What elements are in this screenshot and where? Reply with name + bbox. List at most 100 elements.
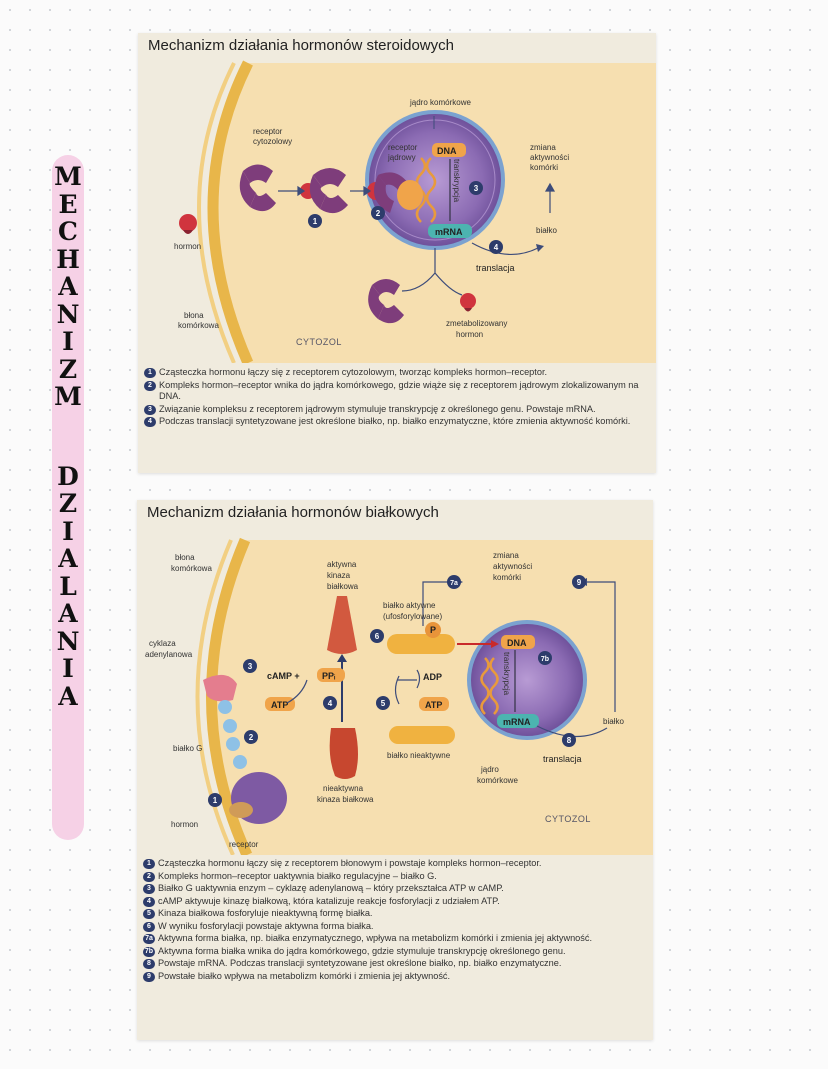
dna-box [501, 635, 535, 649]
cytosolic-receptor-label: receptor [253, 127, 283, 136]
step-number-badge: 4 [144, 417, 156, 427]
step-number-badge: 8 [143, 959, 155, 969]
g-protein-ball [218, 700, 232, 714]
mrna-box [428, 224, 472, 238]
steroid-diagram: DNA transkrypcja mRNA [174, 60, 656, 363]
banner-letter: A [58, 544, 78, 573]
protein-label: białko [536, 226, 557, 235]
ppi-label: PPᵢ [322, 671, 336, 681]
step-number-badge: 3 [144, 404, 156, 415]
svg-text:komórki: komórki [530, 163, 558, 172]
dna-label: DNA [507, 638, 527, 648]
svg-text:jądrowy: jądrowy [387, 153, 416, 162]
svg-text:7b: 7b [541, 656, 549, 663]
svg-text:komórkowe: komórkowe [477, 776, 518, 785]
hormone-label: hormon [174, 242, 201, 251]
metabolized-hormone [460, 293, 476, 312]
transcription-label: transkrypcja [452, 159, 461, 203]
step-markers: 1 2 3 4 [308, 181, 503, 254]
steroid-hormone-panel: Mechanizm działania hormonów steroidowyc… [138, 33, 656, 473]
step-text: Związanie kompleksu z receptorem jądrowy… [159, 403, 596, 414]
inactive-kinase [329, 728, 358, 779]
svg-text:aktywności: aktywności [493, 562, 532, 571]
banner-letter: M [54, 162, 82, 191]
step-text: Kompleks hormon–receptor wnika do jądra … [159, 379, 639, 402]
svg-text:1: 1 [213, 796, 218, 805]
protein-hormone [229, 802, 253, 818]
active-protein-label: białko aktywne [383, 601, 436, 610]
dna-box [432, 143, 466, 157]
step-number-badge: 2 [144, 380, 156, 391]
banner-letter: I [62, 327, 74, 356]
step-text: Cząsteczka hormonu łączy się z receptore… [158, 858, 542, 868]
svg-text:(ufosforylowane): (ufosforylowane) [383, 612, 442, 621]
inactive-protein [389, 726, 455, 744]
step-number-badge: 6 [143, 921, 155, 932]
svg-text:kinaza: kinaza [327, 571, 351, 580]
hormone-label: hormon [171, 820, 198, 829]
receptor-hormone-complex [300, 168, 348, 214]
banner-letter: I [62, 654, 74, 683]
banner-letter: A [58, 599, 78, 628]
receptor-label: receptor [229, 840, 259, 849]
nuclear-receptor-complex [367, 172, 423, 213]
receptor-cytosolic [239, 164, 276, 212]
transcription-label: transkrypcja [502, 652, 511, 696]
step-text: Kompleks hormon–receptor uaktywnia białk… [158, 870, 437, 881]
membrane-label: błona [175, 553, 195, 562]
banner-letter: H [56, 244, 80, 274]
protein-hormone-panel: Mechanizm działania hormonów białkowych … [137, 500, 653, 1040]
svg-text:6: 6 [375, 632, 380, 641]
step-text: Powstałe białko wpływa na metabolizm kom… [158, 970, 451, 981]
g-protein-ball [226, 737, 240, 751]
svg-text:komórkowa: komórkowa [171, 564, 212, 573]
step-number-badge: 7b [143, 946, 155, 957]
banner-letter: M [54, 382, 82, 411]
banner-letter: L [59, 571, 77, 601]
svg-text:3: 3 [474, 184, 479, 193]
cytosol-label: CYTOZOL [296, 337, 342, 347]
banner-letter: I [62, 516, 74, 546]
step-text: Powstaje mRNA. Podczas translacji syntet… [158, 958, 562, 968]
nucleus-label: jądro [480, 765, 499, 774]
free-receptor [368, 279, 404, 324]
svg-text:7a: 7a [450, 580, 458, 587]
step-number-badge: 1 [144, 368, 156, 378]
banner-letter: A [58, 272, 78, 301]
mrna-label: mRNA [503, 717, 531, 727]
atp-label-2: ATP [425, 700, 442, 710]
banner-letter: N [56, 299, 80, 329]
mrna-box [497, 714, 539, 728]
svg-text:cytozolowy: cytozolowy [253, 137, 292, 146]
step-number-badge: 4 [143, 896, 155, 907]
svg-text:2: 2 [249, 733, 254, 742]
step-number-badge: 5 [143, 909, 155, 919]
step-text: Cząsteczka hormonu łączy się z receptore… [159, 367, 548, 377]
step-text: cAMP aktywuje kinazę białkową, która kat… [158, 895, 500, 906]
adp-label: ADP [423, 672, 442, 682]
inactive-kinase-label: nieaktywna [323, 784, 364, 793]
activity-change-label: zmiana [530, 143, 556, 152]
svg-text:komórki: komórki [493, 573, 521, 582]
step-text: Kinaza białkowa fosforyluje nieaktywną f… [158, 908, 373, 918]
banner-letter: N [56, 626, 80, 656]
banner-letter: C [58, 217, 78, 246]
nuclear-receptor-label: receptor [388, 143, 418, 152]
step-number-badge: 3 [143, 884, 155, 894]
svg-text:5: 5 [381, 699, 386, 708]
cytosol-label: CYTOZOL [545, 814, 591, 824]
svg-text:3: 3 [248, 662, 253, 671]
